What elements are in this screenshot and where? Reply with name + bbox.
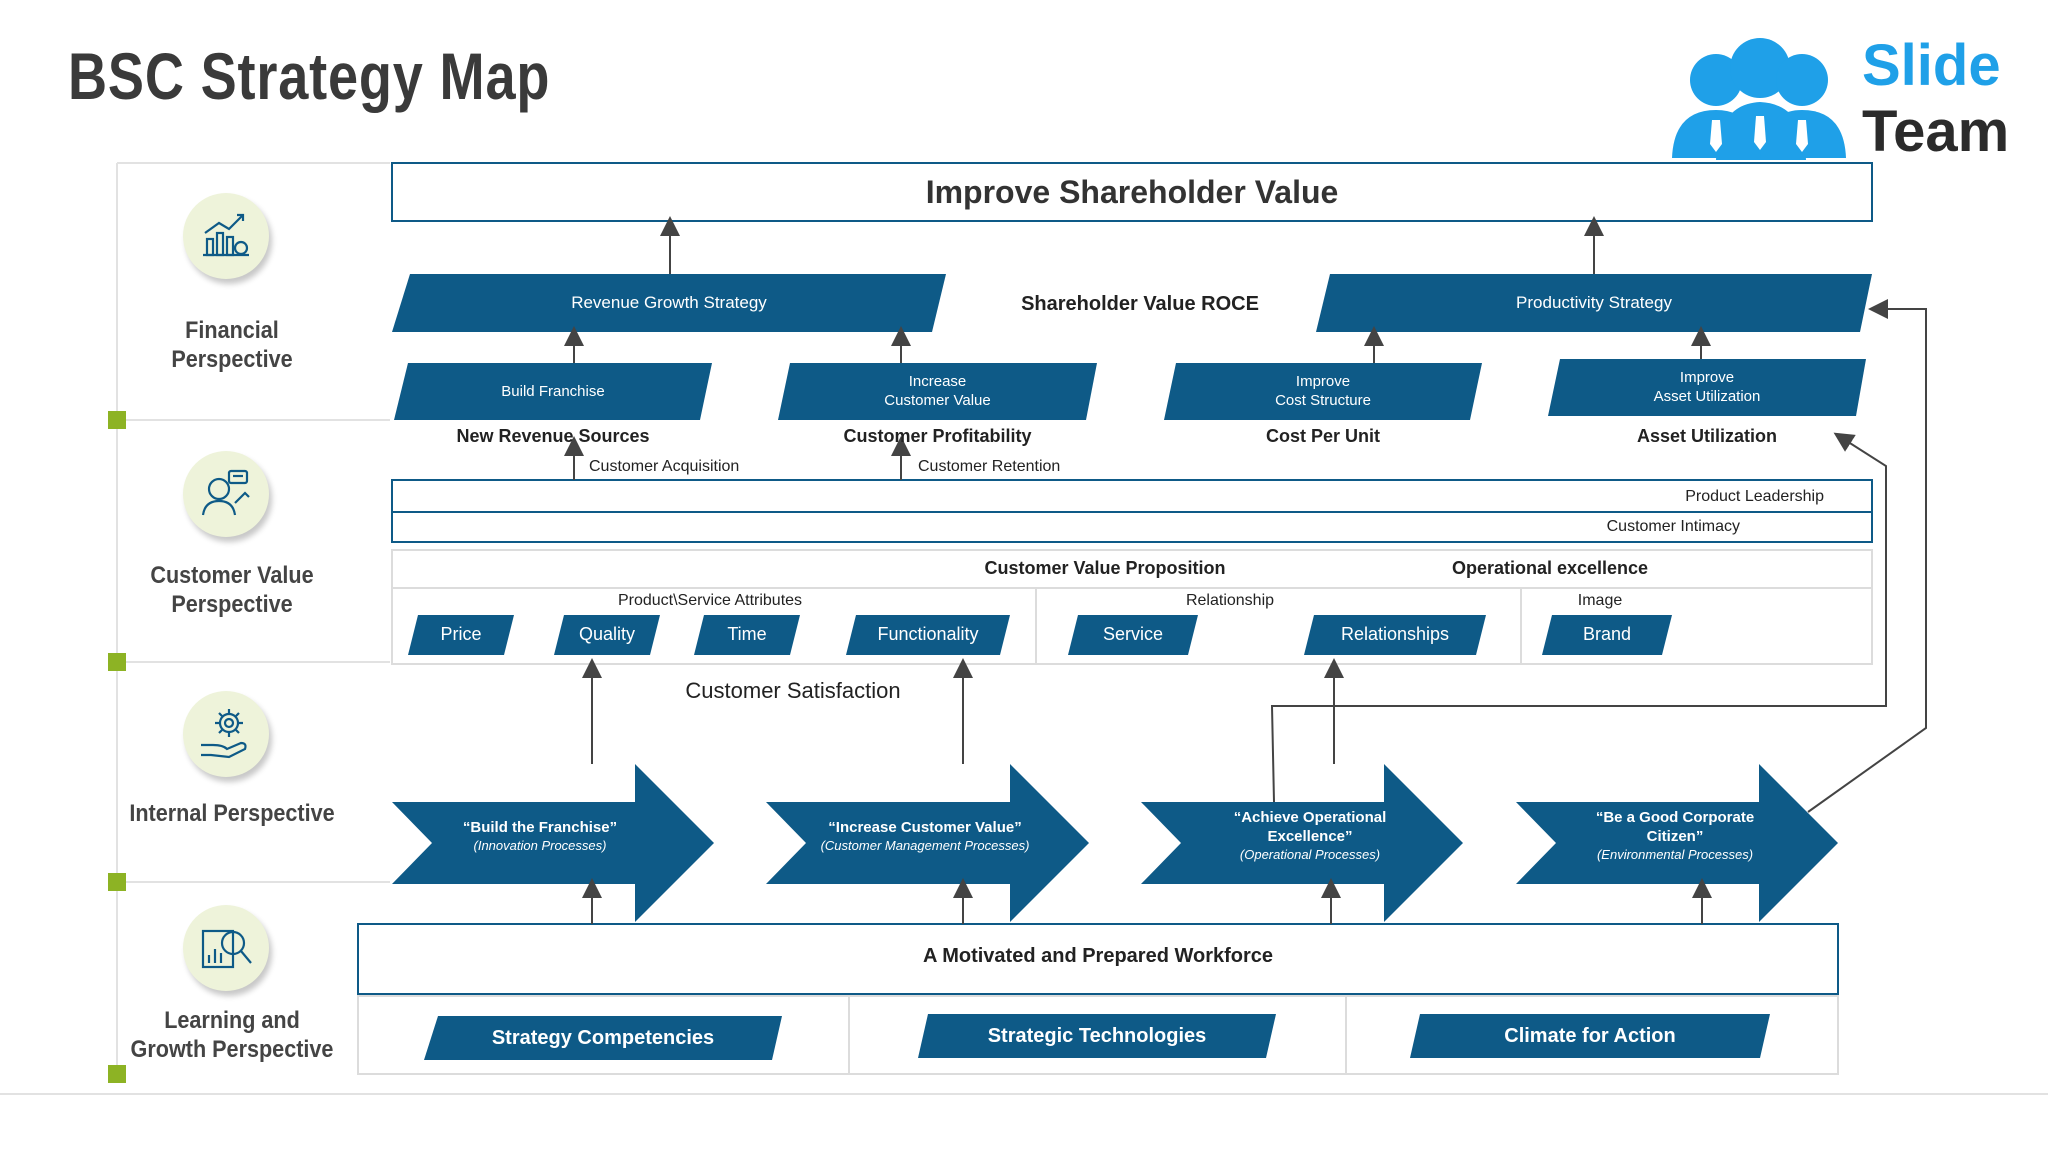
value-proposition-label: Customer Value Proposition (984, 558, 1226, 578)
operational-excellence-label: Operational excellence (1451, 558, 1649, 578)
band-label-product-leadership: Product Leadership (1685, 488, 1824, 505)
objective-label-cost-structure: Improve Cost Structure (1275, 373, 1371, 409)
objective-shape-3 (1164, 363, 1482, 420)
financial-circle (183, 193, 269, 279)
attribute-brand: Brand (1582, 624, 1632, 644)
objective-shape-4 (1548, 359, 1866, 416)
logo-word-slide: Slide (1862, 33, 2001, 98)
attribute-time: Time (727, 624, 767, 644)
sub-customer-retention: Customer Retention (918, 458, 1061, 475)
measure-customer-profitability: Customer Profitability (843, 426, 1032, 446)
internal-arrow-title-1: “Build the Franchise” (462, 819, 618, 836)
internal-arrow-sub-4: (Environmental Processes) (1596, 847, 1754, 862)
customer-circle (183, 451, 269, 537)
objective-label-asset-utilization: Improve Asset Utilization (1653, 369, 1761, 405)
productivity-strategy-label: Productivity Strategy (1516, 293, 1672, 312)
attribute-functionality: Functionality (877, 624, 979, 644)
objective-label-build-franchise: Build Franchise (501, 383, 605, 400)
internal-arrow-text-4: “Be a Good Corporate Citizen” (Environme… (1585, 808, 1765, 863)
measure-cost-per-unit: Cost Per Unit (1265, 426, 1380, 446)
people-logo-icon (1672, 38, 1846, 160)
customer-satisfaction-label: Customer Satisfaction (685, 678, 901, 703)
internal-arrow-title-2: “Increase Customer Value” (828, 819, 1022, 836)
objective-shape-2 (778, 363, 1097, 420)
internal-arrow-sub-1: (Innovation Processes) (473, 838, 607, 853)
productivity-strategy-shape (1316, 274, 1872, 332)
measure-new-revenue: New Revenue Sources (456, 426, 650, 446)
perspective-label-customer: Customer Value Perspective (150, 562, 314, 618)
gear-hand-icon (201, 709, 247, 759)
attribute-price: Price (440, 624, 482, 644)
revenue-strategy-shape (392, 274, 946, 332)
measure-asset-utilization: Asset Utilization (1636, 426, 1778, 446)
band-customer-intimacy (391, 511, 1873, 543)
internal-arrow-sub-2: (Customer Management Processes) (820, 838, 1030, 853)
workforce-label: A Motivated and Prepared Workforce (922, 945, 1274, 967)
internal-arrow-text-2: “Increase Customer Value” (Customer Mana… (805, 818, 1045, 854)
internal-arrow-title-4: “Be a Good Corporate Citizen” (1595, 809, 1755, 845)
research-magnifier-icon (201, 929, 252, 969)
band-label-customer-intimacy: Customer Intimacy (1606, 518, 1740, 535)
financial-growth-icon (203, 213, 249, 257)
perspective-label-financial: Financial Perspective (171, 317, 293, 373)
learning-circle (183, 905, 269, 991)
group-label-relationship: Relationship (1185, 592, 1275, 609)
sub-customer-acquisition: Customer Acquisition (589, 458, 740, 475)
top-goal-box (391, 162, 1873, 222)
page-title: BSC Strategy Map (68, 39, 551, 113)
internal-arrow-text-1: “Build the Franchise” (Innovation Proces… (440, 818, 640, 854)
band-product-leadership (391, 479, 1873, 513)
group-label-image: Image (1577, 592, 1623, 609)
top-goal-text: Improve Shareholder Value (925, 174, 1339, 210)
internal-arrow-title-3: “Achieve Operational Excellence” (1233, 809, 1387, 845)
perspective-label-learning: Learning and Growth Perspective (130, 1007, 334, 1063)
internal-arrow-text-3: “Achieve Operational Excellence” (Operat… (1215, 808, 1405, 863)
learning-item-climate-for-action: Climate for Action (1504, 1025, 1676, 1047)
internal-circle (183, 691, 269, 777)
objective-label-increase-value: Increase Customer Value (884, 373, 991, 409)
slideteam-logo: Slide Team (1664, 28, 2024, 168)
customer-support-icon (201, 469, 250, 516)
accent-squares (108, 411, 126, 1083)
attribute-service: Service (1102, 624, 1164, 644)
learning-shapes (424, 1014, 1770, 1060)
attribute-relationships: Relationships (1340, 624, 1450, 644)
perspective-separators (0, 162, 2048, 1095)
objective-shape-1 (394, 363, 712, 420)
connector-arrows (564, 216, 1927, 924)
group-label-attributes: Product\Service Attributes (617, 592, 803, 609)
internal-arrows (392, 764, 1838, 922)
attribute-shapes (408, 615, 1672, 655)
logo-word-team: Team (1862, 99, 2010, 164)
learning-item-strategic-technologies: Strategic Technologies (987, 1025, 1207, 1047)
perspective-label-internal: Internal Perspective (129, 800, 335, 827)
workforce-box (357, 923, 1839, 995)
learning-item-strategy-competencies: Strategy Competencies (491, 1027, 715, 1049)
shareholder-roce-label: Shareholder Value ROCE (1021, 293, 1259, 315)
attribute-quality: Quality (578, 624, 636, 644)
revenue-strategy-label: Revenue Growth Strategy (571, 293, 767, 312)
internal-arrow-sub-3: (Operational Processes) (1239, 847, 1381, 862)
